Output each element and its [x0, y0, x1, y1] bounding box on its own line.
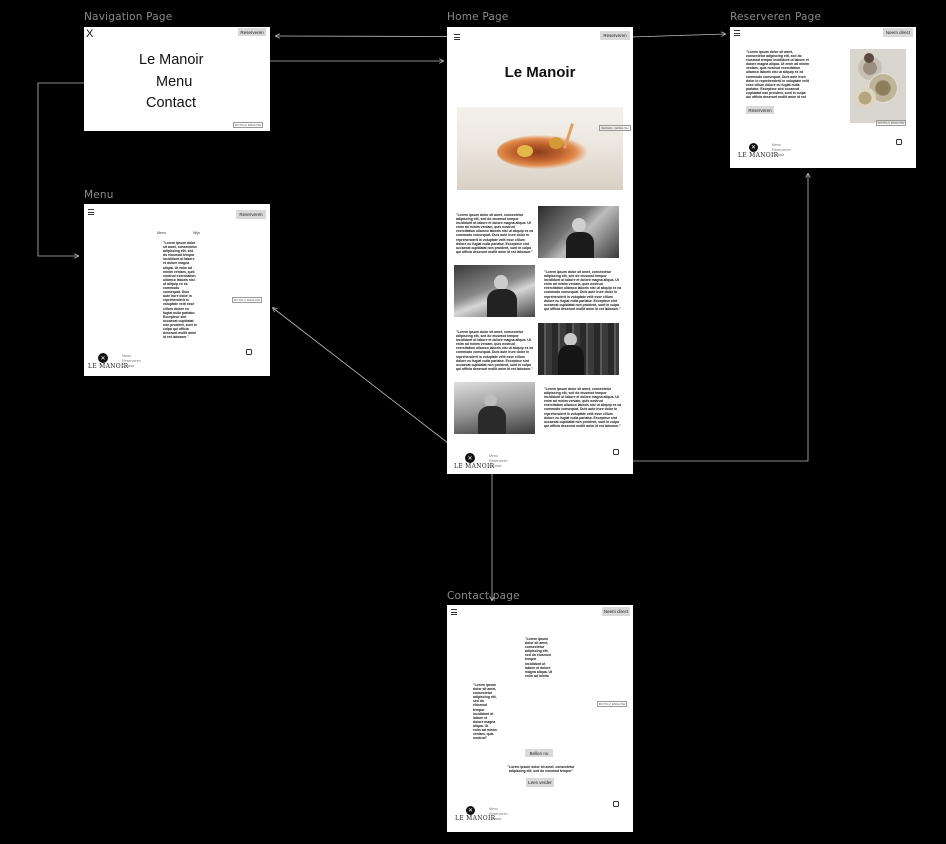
contact-text-left: "Lorem ipsum dolor sit amet, consectetur… [473, 683, 497, 741]
close-icon[interactable]: X [86, 28, 94, 40]
footer-link-menu[interactable]: Menu [122, 354, 131, 358]
contact-page-frame: Neem direct "Lorem ipsum dolor sit amet,… [447, 605, 633, 832]
footer-link-reserveren[interactable]: Reserveren [772, 148, 791, 152]
language-switch[interactable]: NEDERL | ENGLISH [599, 125, 631, 131]
language-switch[interactable]: DUTCH | ENGLISH [876, 120, 907, 126]
tableware-image [850, 49, 906, 123]
contact-now-button[interactable]: Neem direct [883, 28, 913, 37]
navigation-page-frame: X Reserveren Le Manoir Menu Contact DUTC… [84, 27, 270, 131]
arrow-home-footer-menu [273, 308, 471, 461]
story-text-3: "Lorem ipsum dolor sit amet, consectetur… [456, 330, 534, 371]
footer-link-menu[interactable]: Menu [489, 807, 498, 811]
frame-title-home: Home Page [447, 11, 509, 23]
instagram-icon[interactable] [613, 449, 619, 455]
frame-title-navigation: Navigation Page [84, 11, 173, 23]
reserve-button[interactable]: Reserveren [238, 28, 266, 36]
footer-link-menu[interactable]: Menu [772, 143, 781, 147]
language-switch[interactable]: DUTCH | ENGLISH [232, 297, 263, 303]
frame-title-contact: Contact page [447, 590, 520, 602]
reserveren-page-frame: Neem direct "Lorem ipsum dolor sit amet,… [730, 27, 916, 168]
reserveren-text: "Lorem ipsum dolor sit amet, consectetur… [746, 50, 810, 98]
logo-mark-icon: ✕ [466, 806, 475, 815]
logo-mark-icon: ✕ [98, 353, 108, 363]
footer-link-contact[interactable]: Contact [772, 153, 785, 157]
reserve-button[interactable]: Reserveren [600, 31, 630, 40]
footer-link-menu[interactable]: Menu [489, 454, 498, 458]
frame-title-reserveren: Reserveren Page [730, 11, 822, 23]
contact-text-bottom: "Lorem ipsum dolor sit amet, consectetur… [507, 765, 575, 774]
hamburger-icon[interactable] [88, 209, 94, 215]
footer-link-contact[interactable]: Contact [489, 817, 502, 821]
nav-link-menu[interactable]: Menu [156, 74, 193, 90]
hamburger-icon[interactable] [451, 609, 457, 615]
menu-column-title[interactable]: Menu [157, 231, 166, 235]
story-photo-2 [454, 265, 535, 317]
footer-link-reserveren[interactable]: Reserveren [489, 459, 508, 463]
home-page-frame: Reserveren Le Manoir NEDERL | ENGLISH "L… [447, 27, 633, 474]
contact-now-button[interactable]: Neem direct [602, 607, 630, 616]
nav-link-contact[interactable]: Contact [146, 95, 196, 111]
instagram-icon[interactable] [613, 801, 619, 807]
logo-mark-icon: ✕ [465, 453, 475, 463]
footer-link-contact[interactable]: Contact [489, 464, 502, 468]
nav-link-le-manoir[interactable]: Le Manoir [139, 52, 204, 68]
story-text-4: "Lorem ipsum dolor sit amet, consectetur… [544, 387, 622, 428]
contact-text-right: "Lorem ipsum dolor sit amet, consectetur… [525, 637, 553, 679]
home-heading: Le Manoir [504, 64, 576, 81]
logo-mark-icon: ✕ [749, 143, 758, 152]
menu-page-frame: Reserveren Menu Wijn "Lorem ipsum dolor … [84, 204, 270, 376]
reserve-button[interactable]: Reserveren [746, 106, 774, 114]
read-more-button[interactable]: Lees verder [526, 778, 554, 787]
logo-text: LE MANOIR [454, 463, 495, 470]
story-photo-1 [538, 206, 619, 258]
language-switch[interactable]: DUTCH | ENGLISH [233, 122, 264, 128]
footer-link-reserveren[interactable]: Reserveren [489, 812, 508, 816]
frame-title-menu: Menu [84, 189, 114, 201]
footer-link-reserveren[interactable]: Reserveren [122, 359, 141, 363]
language-switch[interactable]: DUTCH | ENGLISH [597, 701, 628, 707]
logo-text: LE MANOIR [738, 152, 779, 159]
story-photo-3 [538, 323, 619, 375]
instagram-icon[interactable] [246, 349, 252, 355]
call-now-button[interactable]: Bellen nu [525, 749, 553, 757]
instagram-icon[interactable] [896, 139, 902, 145]
footer-link-contact[interactable]: Contact [122, 364, 135, 368]
logo-text: LE MANOIR [455, 815, 496, 822]
hamburger-icon[interactable] [734, 30, 740, 36]
logo-text: LE MANOIR [88, 363, 129, 370]
arrow-home-reserveren [629, 34, 725, 38]
reserve-button[interactable]: Reserveren [236, 210, 266, 219]
hero-dish-image [457, 107, 623, 190]
wine-column-title[interactable]: Wijn [193, 231, 200, 235]
story-text-1: "Lorem ipsum dolor sit amet, consectetur… [456, 213, 534, 254]
story-text-2: "Lorem ipsum dolor sit amet, consectetur… [544, 270, 622, 311]
hamburger-icon[interactable] [454, 34, 460, 40]
story-photo-4 [454, 382, 535, 434]
menu-text: "Lorem ipsum dolor sit amet, consectetur… [163, 241, 197, 340]
